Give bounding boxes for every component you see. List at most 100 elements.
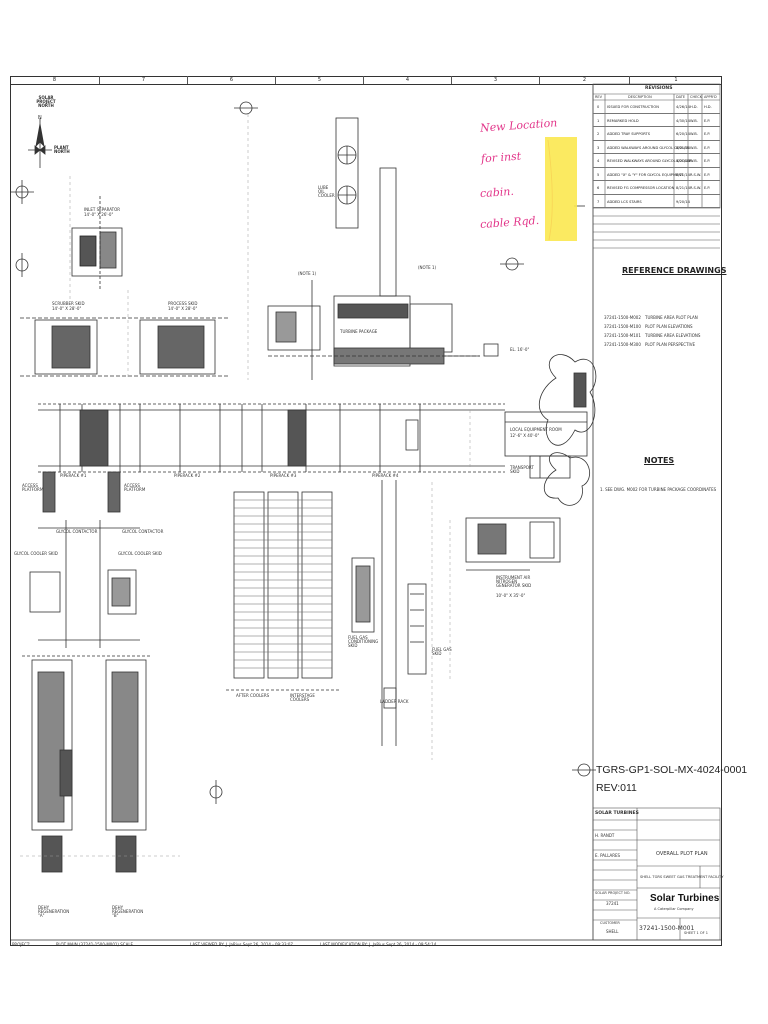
title-block-company: SOLAR TURBINES — [595, 811, 639, 816]
reference-desc: TURBINE AREA PLOT PLAN — [645, 315, 698, 320]
title-block-customer: SHELL — [606, 929, 619, 934]
revision-cell: ISSUED FOR CONSTRUCTION — [607, 105, 659, 109]
title-block-drawing-no: 37241-1500-M001 — [639, 925, 695, 932]
section-marker-icon — [572, 763, 596, 777]
revision-cell: W.B. — [690, 132, 698, 136]
column-ruler: 8 7 6 5 4 3 2 1 — [10, 76, 722, 85]
equipment-label: AFTER COOLERS — [236, 693, 270, 698]
dimension-label: 14'-0" X 26'-0" — [84, 212, 114, 217]
equipment-label: TRANSPORT SKID — [510, 465, 534, 474]
equipment-label: GLYCOL CONTACTOR — [56, 529, 98, 534]
revision-cell: 8/21/14 — [676, 145, 690, 150]
solar-north-label: SOLAR PROJECT NORTH — [36, 95, 56, 108]
title-block-project-label: SOLAR PROJECT NO. — [595, 891, 631, 895]
revision-cell: 8/21/14 — [676, 186, 690, 190]
equipment-label: INLET SEPARATOR — [84, 207, 121, 212]
revisions-header: DESCRIPTION — [628, 95, 652, 99]
pipe-rack-label: PIPERACK #3 — [270, 473, 297, 478]
revision-cell: H.D. — [704, 105, 712, 109]
solar-turbines-logo: Solar Turbines — [650, 893, 720, 904]
revision-cell: H.D. — [690, 105, 698, 109]
pipe-rack-label: PIPERACK #2 — [174, 473, 201, 478]
column-marker: 4 — [364, 76, 452, 84]
equipment-label: GLYCOL COOLER SKID — [14, 551, 58, 556]
reference-number: 37241-1500-M101 — [604, 333, 641, 338]
platform-label: ACCESS PLATFORM — [124, 483, 146, 492]
revision-cell: E.P. — [704, 132, 711, 136]
column-marker: 6 — [188, 76, 276, 84]
equipment-label: FUEL GAS SKID — [432, 647, 452, 656]
equipment-label: DEHY REGENERATION "A" — [38, 905, 70, 918]
equipment-label: LADDER RACK — [380, 699, 409, 704]
revisions-header: CHECK — [690, 95, 703, 99]
note-item: 1. SEE DWG. M002 FOR TURBINE PACKAGE COO… — [600, 487, 717, 492]
revision-cell: 7 — [597, 199, 600, 204]
title-block-title: OVERALL PLOT PLAN — [656, 851, 708, 857]
title-block-project-no: 37241 — [606, 901, 619, 906]
revision-cell: ADDED TRAY SUPPORTS — [607, 132, 651, 136]
revision-cell: 6 — [597, 186, 600, 190]
revisions-header: APPR'D — [704, 95, 717, 99]
section-marker-icon — [500, 257, 524, 271]
reference-number: 37241-1500-M300 — [604, 342, 641, 347]
revision-cell: 8/21/14 — [676, 159, 690, 163]
equipment-label: INSTRUMENT AIR NITROGEN GENERATOR SKID — [496, 575, 532, 588]
footer-project: PROJECT: — [12, 942, 31, 947]
reference-number: 37241-1500-M002 — [604, 315, 641, 320]
revision-cell: 5 — [597, 172, 600, 177]
column-marker: 2 — [540, 76, 630, 84]
revisions-header: DATE — [676, 95, 686, 99]
equipment-label: GLYCOL COOLER SKID — [118, 551, 162, 556]
revision-cell: E.P. — [704, 172, 711, 177]
equipment-label: LOCAL EQUIPMENT ROOM — [510, 427, 562, 432]
revision-cell: E.P. — [704, 186, 711, 190]
notes-title: NOTES — [644, 456, 675, 465]
revision-cell: W.B. — [690, 145, 698, 150]
revision-cell: 6/20/14 — [676, 132, 690, 136]
revision-cell: 9/20/14 — [676, 199, 690, 204]
revision-cell: 2 — [597, 132, 600, 136]
reference-desc: PLOT PLAN PERSPECTIVE — [645, 342, 695, 347]
document-revision: REV:011 — [596, 782, 637, 794]
revision-cell: 4/26/14 — [676, 105, 690, 109]
pipe-rack-label: PIPERACK #4 — [372, 473, 399, 478]
reference-number: 37241-1500-M100 — [604, 324, 641, 329]
dimension-label: 14'-0" X 28'-0" — [52, 306, 82, 311]
plant-north-label: PLANT NORTH — [54, 145, 70, 154]
revision-cell: REVISED FG COMPRESSOR LOCATION — [607, 186, 675, 190]
north-arrow-icon — [28, 118, 52, 168]
logo-subtitle: A Caterpillar Company — [654, 907, 694, 911]
revision-cell: ADDED "X" & "Y" FOR GLYCOL EQUIPMENT — [607, 172, 684, 177]
dimension-label: 12'-6" X 40'-0" — [510, 433, 540, 438]
revisions-title: REVISIONS — [645, 86, 673, 91]
title-block-customer-label: CUSTOMER — [600, 921, 620, 925]
revision-cell: 3 — [597, 145, 600, 150]
revision-cell: 4 — [597, 159, 600, 163]
dimension-label: 14'-0" X 28'-0" — [168, 306, 198, 311]
revision-cell: REMARKED HOLD — [607, 118, 639, 123]
title-block-checked-by: E. PALLARES — [595, 853, 621, 858]
document-number: TGRS-GP1-SOL-MX-4024-0001 — [596, 764, 748, 776]
section-marker-icon — [234, 101, 258, 115]
dimension-label: 10'-0" X 35'-0" — [496, 593, 526, 598]
section-marker-icon — [15, 253, 29, 277]
elevation-label: EL. 16'-0" — [510, 347, 530, 352]
platform-label: ACCESS PLATFORM — [22, 483, 44, 492]
title-block-drawn-by: H. RANDT — [595, 833, 615, 838]
section-marker-icon — [209, 780, 223, 804]
revision-cell: R.S.W. — [690, 186, 702, 190]
footer-plot: PLOT MAIN (37241-1500-M001) SCALE — [56, 942, 134, 947]
note-label: (NOTE 1) — [298, 271, 317, 276]
reference-desc: PLOT PLAN ELEVATIONS — [645, 324, 693, 329]
equipment-label: FUEL GAS CONDITIONING SKID — [348, 635, 379, 648]
column-marker: 1 — [674, 77, 678, 83]
revisions-header: REV — [595, 95, 603, 99]
revision-cell: 4/30/14 — [676, 118, 690, 123]
equipment-label: SCRUBBER SKID — [52, 301, 85, 306]
note-label: (NOTE 1) — [418, 265, 437, 270]
